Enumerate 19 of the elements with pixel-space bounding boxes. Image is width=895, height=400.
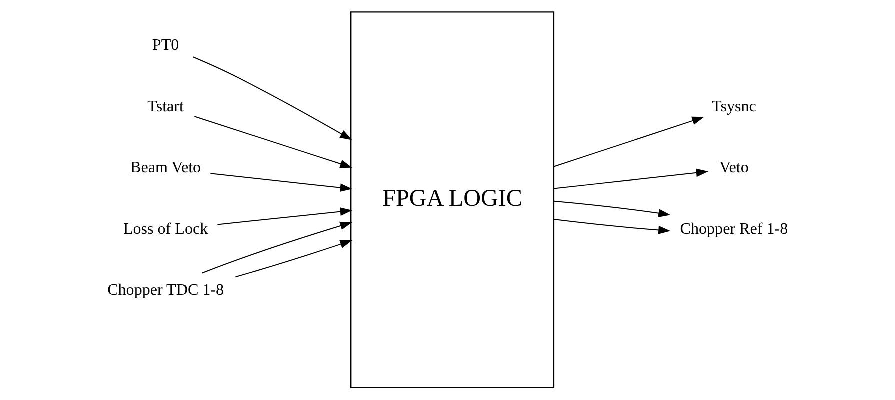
arrow [202,222,352,274]
arrow [194,116,352,168]
node-text: Tstart [148,98,184,116]
arrow [210,173,352,192]
node-text: Chopper Ref 1-8 [680,220,788,238]
node-text: Tsysnc [712,98,756,116]
node-box: FPGA LOGIC [350,12,555,388]
arrow [554,200,671,218]
node-text: Loss of Lock [123,220,208,238]
arrow [218,208,352,226]
node-text: Beam Veto [130,160,202,177]
arrow [554,219,671,234]
arrow [554,116,704,168]
node-text: PT0 [152,37,180,54]
arrow [554,168,708,190]
arrow [236,240,352,278]
node-text: Veto [720,160,749,177]
arrow [193,56,352,140]
node-text: Chopper TDC 1-8 [108,282,224,300]
